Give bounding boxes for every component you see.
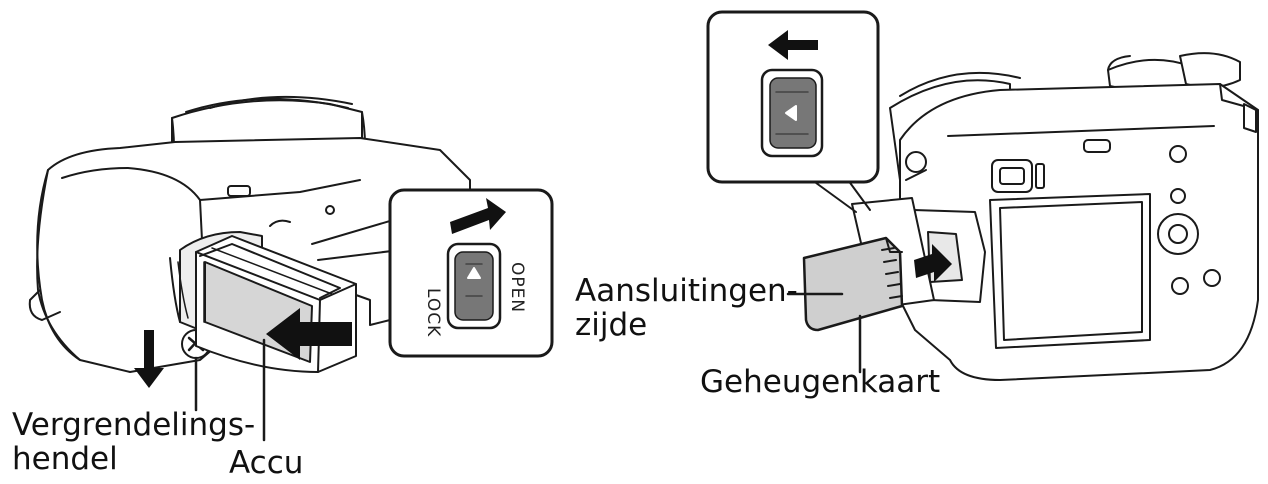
label-memory-card: Geheugenkaart [700,364,941,400]
memory-card [802,236,904,332]
switch-lock-label: LOCK [423,288,443,337]
label-terminal-side-line1: Aansluitingen- [575,273,798,309]
card-insert-arrow-icon [914,244,952,282]
label-lock-lever-line1: Vergrendelings- [12,407,256,443]
slide-left-arrow-icon [768,30,818,60]
callout-slot-lever [706,10,880,184]
callout-open-lock: OPEN LOCK [388,188,554,358]
switch-open-label: OPEN [507,262,527,313]
label-lock-lever-line2: hendel [12,441,118,477]
callout-pointer-right [811,179,871,213]
label-terminal-side-line2: zijde [575,307,648,343]
open-arrow-icon [450,198,506,234]
camera-body-right [851,52,1259,381]
insert-arrow-icon [266,308,352,360]
callout-pointer-left [311,217,401,261]
label-battery: Accu [229,445,304,481]
down-arrow-icon [134,330,164,388]
